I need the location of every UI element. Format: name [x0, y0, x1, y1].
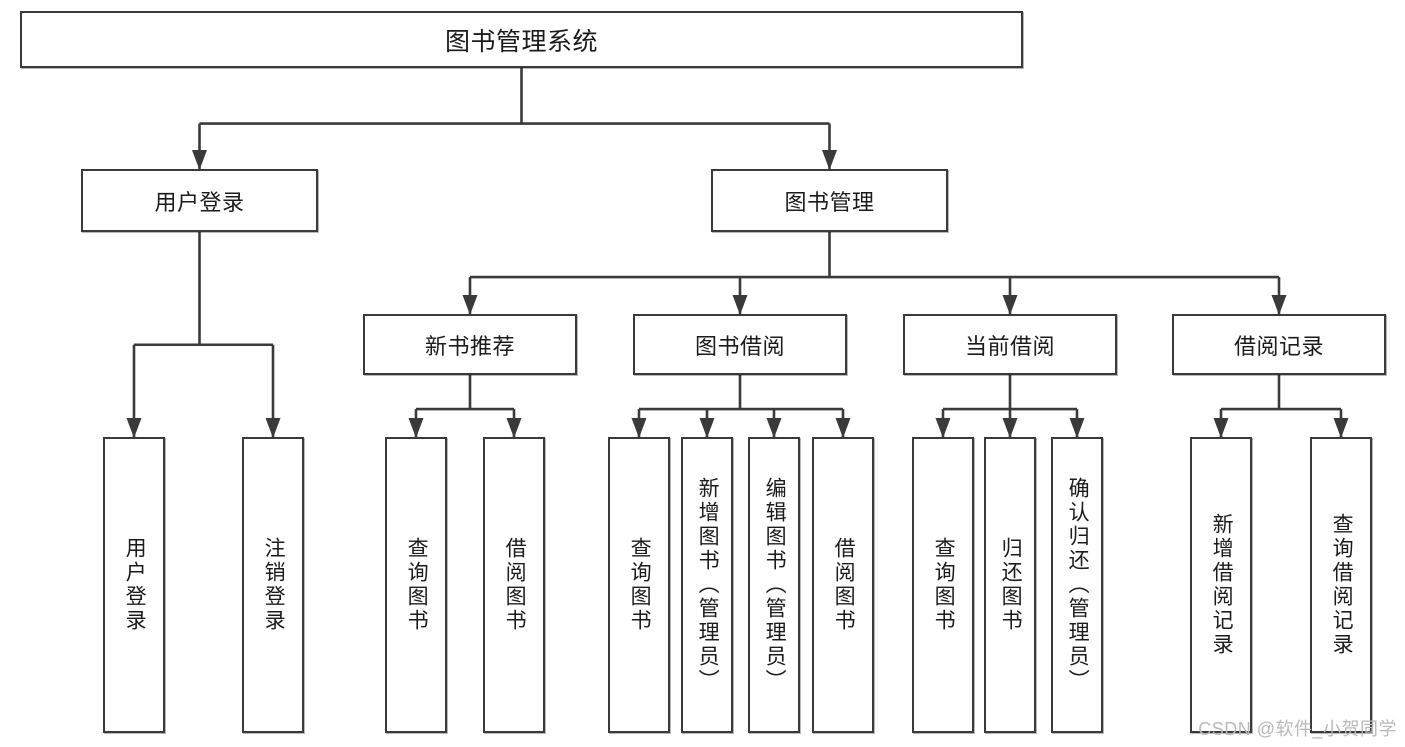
node-root[interactable]: 图书管理系统 — [20, 11, 1023, 68]
node-book-borrow-label: 图书借阅 — [694, 333, 785, 359]
leaf-user-login[interactable]: 用户登录 — [103, 437, 165, 733]
leaf-logout-label: 注销登录 — [262, 537, 286, 633]
leaf-borrow-book-1[interactable]: 借阅图书 — [483, 437, 545, 733]
node-new-book-recommend[interactable]: 新书推荐 — [363, 314, 577, 375]
node-book-manage[interactable]: 图书管理 — [711, 169, 948, 232]
node-root-label: 图书管理系统 — [444, 27, 598, 56]
node-borrow-record-label: 借阅记录 — [1233, 333, 1324, 359]
leaf-query-book-2-label: 查询图书 — [628, 537, 652, 633]
node-book-borrow[interactable]: 图书借阅 — [633, 314, 847, 375]
node-new-book-recommend-label: 新书推荐 — [424, 333, 515, 359]
node-borrow-record[interactable]: 借阅记录 — [1172, 314, 1386, 375]
leaf-query-book-2[interactable]: 查询图书 — [608, 437, 670, 733]
leaf-query-book-3-label: 查询图书 — [932, 537, 956, 633]
leaf-edit-book-label: 编辑图书（管理员） — [763, 477, 787, 693]
leaf-borrow-book-1-label: 借阅图书 — [503, 537, 527, 633]
leaf-return-book[interactable]: 归还图书 — [984, 437, 1036, 733]
csdn-watermark: CSDN @软件_小贺同学 — [1198, 719, 1397, 739]
leaf-query-borrow-record-label: 查询借阅记录 — [1330, 513, 1354, 657]
node-user-login[interactable]: 用户登录 — [81, 169, 318, 232]
leaf-query-book-1[interactable]: 查询图书 — [385, 437, 447, 733]
leaf-confirm-return-label: 确认归还（管理员） — [1066, 477, 1090, 693]
node-book-manage-label: 图书管理 — [784, 189, 875, 215]
node-user-login-label: 用户登录 — [154, 189, 245, 215]
leaf-add-borrow-record[interactable]: 新增借阅记录 — [1190, 437, 1252, 733]
node-current-borrow-label: 当前借阅 — [964, 333, 1055, 359]
leaf-confirm-return[interactable]: 确认归还（管理员） — [1051, 437, 1103, 733]
leaf-query-book-1-label: 查询图书 — [405, 537, 429, 633]
leaf-query-book-3[interactable]: 查询图书 — [912, 437, 974, 733]
leaf-add-book[interactable]: 新增图书（管理员） — [681, 437, 733, 733]
leaf-return-book-label: 归还图书 — [999, 537, 1023, 633]
leaf-add-book-label: 新增图书（管理员） — [696, 477, 720, 693]
leaf-logout[interactable]: 注销登录 — [242, 437, 304, 733]
leaf-user-login-label: 用户登录 — [123, 537, 147, 633]
leaf-query-borrow-record[interactable]: 查询借阅记录 — [1310, 437, 1372, 733]
leaf-borrow-book-2-label: 借阅图书 — [832, 537, 856, 633]
node-current-borrow[interactable]: 当前借阅 — [903, 314, 1117, 375]
leaf-add-borrow-record-label: 新增借阅记录 — [1210, 513, 1234, 657]
leaf-borrow-book-2[interactable]: 借阅图书 — [812, 437, 874, 733]
leaf-edit-book[interactable]: 编辑图书（管理员） — [748, 437, 800, 733]
